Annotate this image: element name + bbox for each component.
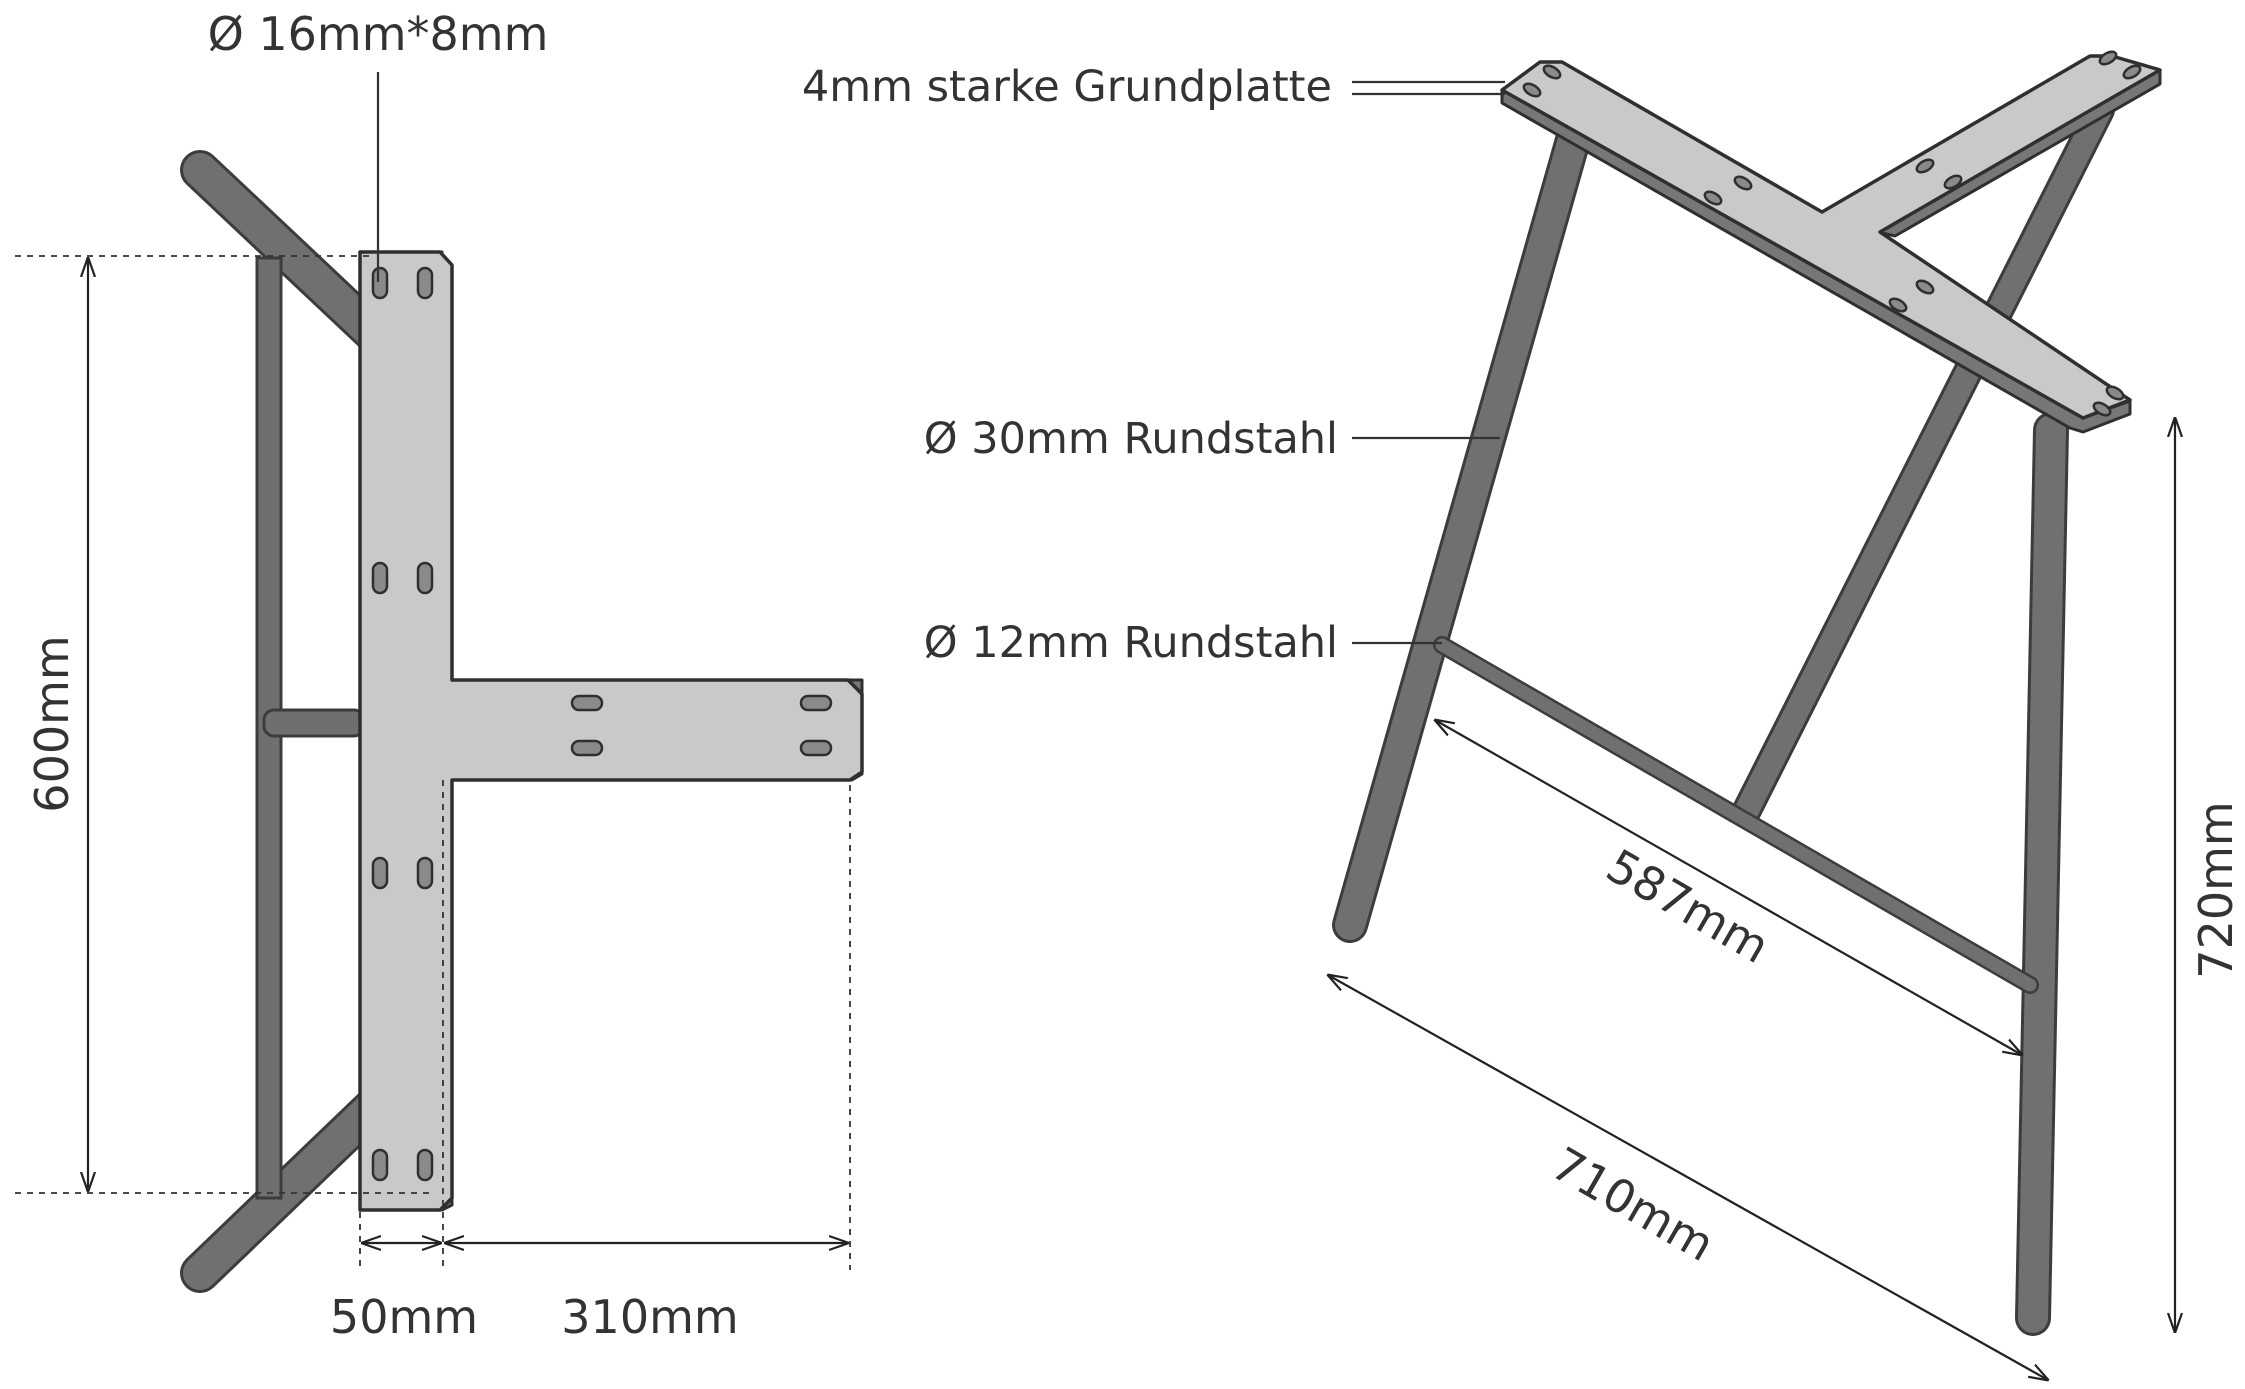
width-dimension-line <box>1328 975 2048 1380</box>
t-base-plate <box>358 250 864 1212</box>
side-base-plate <box>1500 54 2162 420</box>
slot-label: Ø 16mm*8mm <box>208 7 549 61</box>
leg-label: Ø 30mm Rundstahl <box>924 414 1338 464</box>
horizontal-tie-rod <box>262 708 366 738</box>
flange-label: 50mm <box>330 1290 478 1344</box>
plate-label: 4mm starke Grundplatte <box>802 62 1332 112</box>
width-label: 710mm <box>1543 1136 1724 1271</box>
brace-length-dimension-line <box>1435 720 2022 1055</box>
side-view: 4mm starke Grundplatte Ø 30mm Rundstahl … <box>802 50 2243 1380</box>
plate-slots <box>371 266 833 1182</box>
arm-label: 310mm <box>561 1290 738 1344</box>
brace-label: Ø 12mm Rundstahl <box>924 618 1338 668</box>
top-view: 600mm 50mm 310mm Ø 16mm*8mm <box>15 7 864 1344</box>
height-label: 600mm <box>25 635 79 812</box>
total-height-label: 720mm <box>2189 801 2243 978</box>
side-plate-holes <box>1522 50 2142 417</box>
brace-length-label: 587mm <box>1598 838 1779 973</box>
